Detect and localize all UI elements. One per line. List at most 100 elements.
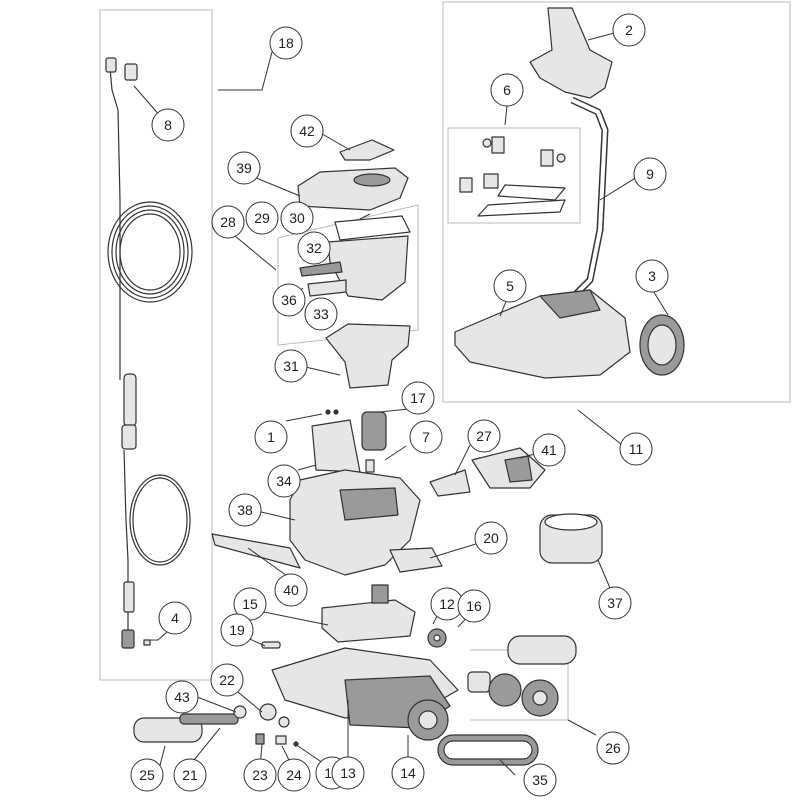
callout-number: 38 (237, 502, 253, 518)
handle-clip (529, 7, 613, 99)
callout-number: 29 (254, 210, 270, 226)
callout-circle (304, 297, 338, 331)
callout-circle (151, 108, 185, 142)
callout-circle (227, 151, 261, 185)
callout-27: 27 (467, 419, 501, 453)
motor-shaft (371, 584, 389, 604)
callout-number: 12 (439, 596, 455, 612)
callout-9: 9 (633, 157, 667, 191)
impeller (361, 411, 387, 451)
callout-6: 6 (490, 73, 524, 107)
caddy-base-top (539, 289, 601, 319)
drive-belt-inner (443, 740, 533, 760)
cable-connector (105, 57, 151, 649)
motor-unit (321, 599, 416, 643)
callout-circle (409, 420, 443, 454)
callout-circle (467, 419, 501, 453)
callout-circle (635, 259, 669, 293)
callout-number: 37 (607, 595, 623, 611)
callout-23: 23 (243, 758, 277, 792)
callout-number: 41 (541, 442, 557, 458)
callout-14: 14 (391, 756, 425, 790)
callout-circle (290, 114, 324, 148)
filter-basket (327, 235, 409, 301)
grille-mesh (504, 455, 533, 483)
callout-number: 13 (340, 765, 356, 781)
filter-body (325, 323, 411, 389)
callout-number: 33 (313, 306, 329, 322)
callout-number: 20 (483, 530, 499, 546)
sensor-pin (261, 641, 281, 649)
callout-39: 39 (227, 151, 261, 185)
callout-number: 11 (629, 441, 644, 457)
callout-number: 15 (242, 596, 258, 612)
bearing (233, 705, 247, 719)
filter-frame (334, 215, 411, 241)
pin (275, 735, 287, 745)
callout-circle (211, 205, 245, 239)
callout-number: 5 (506, 278, 514, 294)
callout-circle (269, 26, 303, 60)
callout-4: 4 (158, 601, 192, 635)
callout-number: 7 (422, 429, 430, 445)
callout-circle (619, 432, 653, 466)
callout-5: 5 (493, 269, 527, 303)
callout-36: 36 (272, 283, 306, 317)
callout-number: 30 (289, 210, 305, 226)
callout-number: 35 (532, 772, 548, 788)
callout-number: 16 (466, 598, 482, 614)
callout-circle (391, 756, 425, 790)
screw-2 (333, 409, 339, 415)
callout-circle (523, 763, 557, 797)
callout-circle (274, 573, 308, 607)
callout-circle (280, 201, 314, 235)
clips-group-box (447, 127, 581, 224)
top-cover-handle (353, 173, 391, 187)
bushing (255, 733, 265, 745)
callout-circle (220, 613, 254, 647)
power-supply-top (544, 513, 598, 531)
callout-number: 21 (182, 767, 198, 783)
cable-group-box (99, 9, 213, 681)
shaft (365, 459, 375, 473)
callout-number: 42 (299, 123, 315, 139)
callout-circle (158, 601, 192, 635)
callout-number: 31 (283, 358, 299, 374)
callout-circle (612, 13, 646, 47)
callout-40: 40 (274, 573, 308, 607)
callout-41: 41 (532, 433, 566, 467)
callout-circle (331, 756, 365, 790)
callout-circle (633, 157, 667, 191)
callout-20: 20 (474, 521, 508, 555)
callout-number: 23 (252, 767, 268, 783)
callout-32: 32 (297, 231, 331, 265)
caddy-handle-inner (558, 98, 607, 312)
callout-7: 7 (409, 420, 443, 454)
callout-number: 25 (139, 767, 155, 783)
callout-circle (598, 586, 632, 620)
floating-cable (107, 67, 193, 640)
callout-number: 40 (283, 582, 299, 598)
callout-21: 21 (173, 758, 207, 792)
callout-circle (228, 493, 262, 527)
callout-number: 17 (410, 390, 426, 406)
callout-15: 15 (233, 587, 267, 621)
callout-number: 14 (400, 765, 416, 781)
callout-16: 16 (457, 589, 491, 623)
callout-38: 38 (228, 493, 262, 527)
bearing-support (259, 703, 277, 721)
callout-circle (245, 201, 279, 235)
callout-circle (267, 464, 301, 498)
callout-12: 12 (430, 587, 464, 621)
callout-circle (493, 269, 527, 303)
motor-cover (389, 547, 443, 573)
callout-31: 31 (274, 349, 308, 383)
callout-43: 43 (165, 680, 199, 714)
callout-circle (457, 589, 491, 623)
callout-circle (130, 758, 164, 792)
callout-circle (173, 758, 207, 792)
brush-right (507, 635, 577, 665)
roller-wheel-a (488, 673, 522, 707)
filter-panel-bottom (307, 279, 347, 297)
callout-number: 4 (171, 610, 179, 626)
